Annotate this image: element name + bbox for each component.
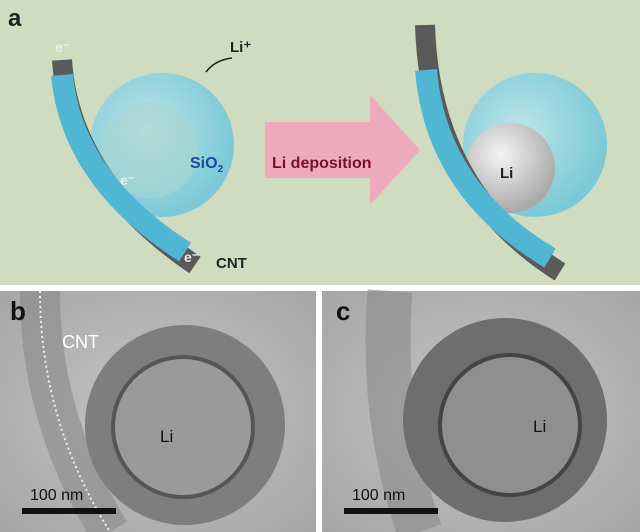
- cnt-tube-c: [365, 289, 442, 532]
- panel-b: b CNT Li 100 nm: [0, 290, 316, 532]
- cnt-coating: [51, 73, 191, 262]
- sio2-cavity: [102, 102, 198, 198]
- li-label-c: Li: [533, 417, 546, 436]
- scale-bar-c: [344, 508, 438, 514]
- li-label-b: Li: [160, 427, 173, 446]
- electron-label-middle: e⁻: [120, 172, 135, 188]
- panel-b-letter: b: [10, 296, 26, 326]
- li-ion-arrow-icon: [205, 57, 233, 73]
- li-particle: [111, 355, 255, 499]
- electron-label-bottom: e⁻: [184, 249, 199, 265]
- cnt-label-b: CNT: [62, 332, 99, 352]
- li-deposition-arrow: [265, 95, 420, 205]
- li-core-sphere: [465, 123, 555, 213]
- panel-a-letter: a: [8, 5, 22, 32]
- li-particle-c: [438, 353, 582, 497]
- panel-c: c Li 100 nm: [322, 289, 640, 532]
- li-deposition-label: Li deposition: [272, 155, 372, 172]
- cnt-label: CNT: [216, 255, 247, 272]
- li-core-label: Li: [500, 165, 513, 182]
- cnt-outline: [39, 290, 111, 532]
- cnt-coating-after: [415, 69, 556, 268]
- electron-label-top: e⁻: [55, 39, 70, 55]
- panel-a: a e⁻ e⁻ e⁻ Li⁺ SiO2 CNT Li deposition Li: [0, 0, 640, 285]
- scale-label-b: 100 nm: [30, 487, 83, 504]
- sio2-label: SiO2: [190, 155, 224, 175]
- li-ion-label: Li⁺: [230, 39, 251, 56]
- scale-bar-b: [22, 508, 116, 514]
- panel-c-letter: c: [336, 296, 350, 326]
- scale-label-c: 100 nm: [352, 487, 405, 504]
